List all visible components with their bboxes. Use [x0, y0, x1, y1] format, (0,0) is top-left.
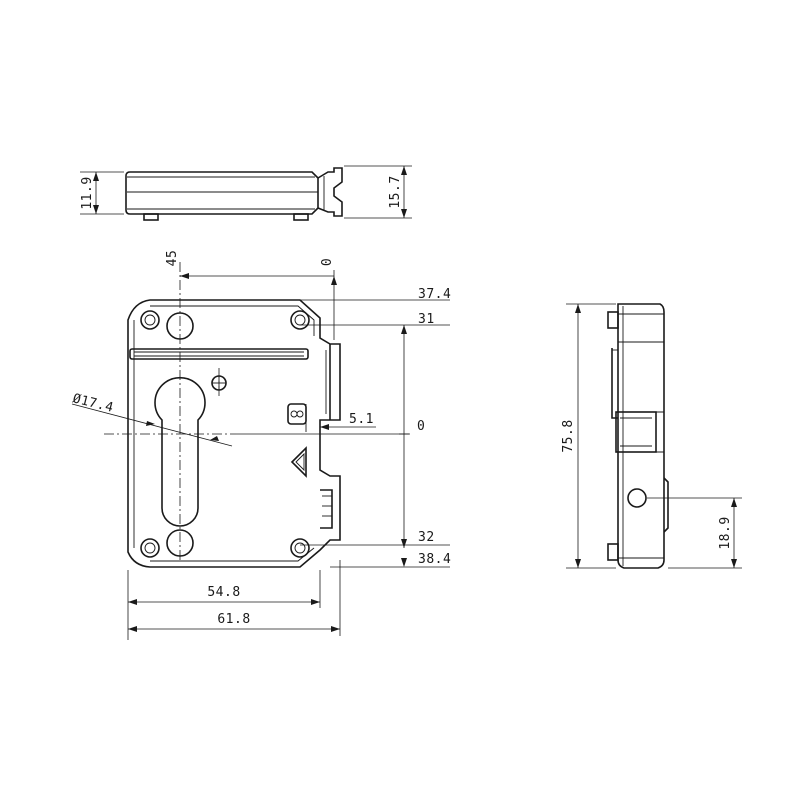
- dim-y32: 32: [300, 530, 450, 546]
- front-view: [127, 299, 341, 568]
- label-38-4: 38.4: [418, 552, 451, 567]
- label-0-right: 0: [417, 419, 425, 434]
- label-5-1: 5.1: [349, 412, 374, 427]
- dim-width-61-8: 61.8: [128, 612, 340, 632]
- side-view: [607, 303, 669, 569]
- dim-y37-4: 37.4: [300, 287, 451, 302]
- label-75-8: 75.8: [561, 419, 576, 452]
- dim-side-18-9: 18.9: [647, 497, 742, 569]
- dim-y38-4: 38.4: [330, 552, 451, 568]
- dim-top-total-height: 15.7: [344, 165, 412, 219]
- label-18-9: 18.9: [718, 516, 733, 549]
- dim-y31: 31: [300, 312, 450, 327]
- label-0-top: 0: [320, 258, 335, 266]
- label-31: 31: [418, 312, 435, 327]
- dim-width-54-8: 54.8: [127, 560, 341, 640]
- dim-diameter: Ø17.4: [71, 391, 233, 447]
- label-11-9: 11.9: [80, 176, 95, 209]
- dim-vertical-right: [399, 325, 409, 548]
- centerlines-front: [104, 262, 236, 560]
- dim-ref-45: 45: [165, 250, 334, 279]
- label-diameter: Ø17.4: [71, 391, 115, 416]
- label-37-4: 37.4: [418, 287, 451, 302]
- label-45: 45: [165, 250, 180, 267]
- top-view: [125, 167, 343, 221]
- dim-side-height: 75.8: [561, 303, 616, 569]
- dim-top-height: 11.9: [80, 171, 124, 215]
- label-15-7: 15.7: [388, 175, 403, 208]
- label-54-8: 54.8: [207, 585, 240, 600]
- label-32: 32: [418, 530, 435, 545]
- dim-y0: 0: [236, 419, 425, 435]
- label-61-8: 61.8: [217, 612, 250, 627]
- dim-ref-0: 0: [320, 258, 337, 340]
- dim-offset-5-1: 5.1: [319, 412, 376, 440]
